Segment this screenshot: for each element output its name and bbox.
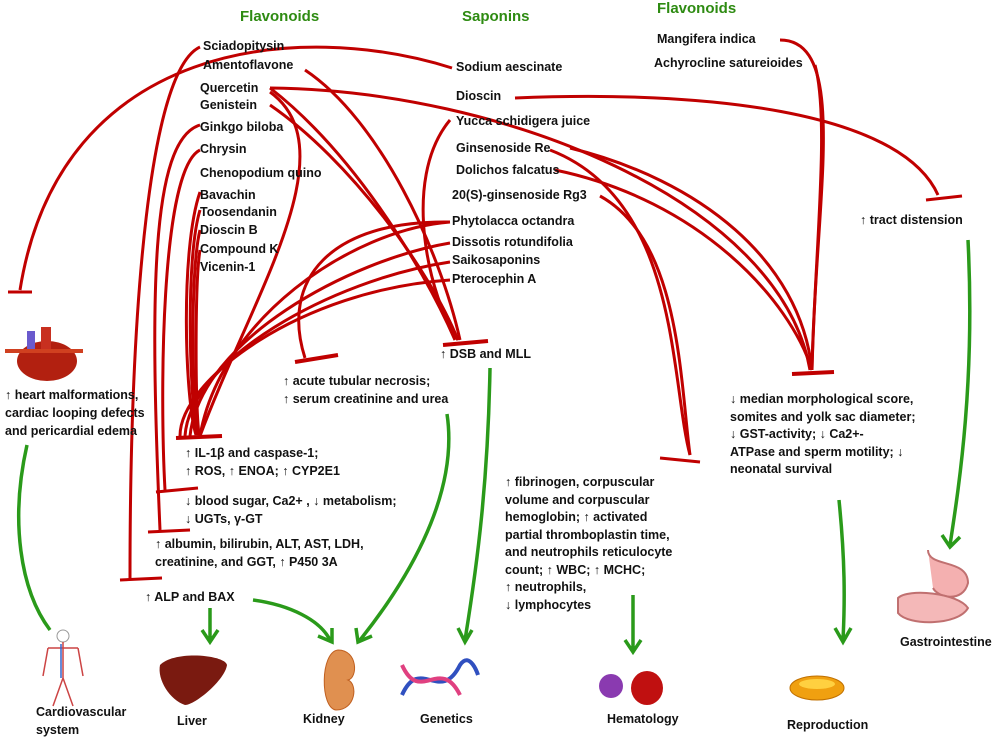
compound-label: Phytolacca octandra xyxy=(452,214,575,228)
compound-label: Yucca schidigera juice xyxy=(456,114,591,128)
inhibit-line xyxy=(191,229,202,436)
inhibit-line xyxy=(153,123,201,531)
arrow-to-liver xyxy=(200,608,220,646)
arrow-to-gastro xyxy=(940,239,972,550)
inhibit-bar xyxy=(791,370,835,376)
inhibit-bar xyxy=(119,576,163,582)
inhibit-line xyxy=(297,220,451,359)
compound-label: Achyrocline satureioides xyxy=(654,56,803,70)
inhibit-line xyxy=(599,194,692,456)
organ-label-gastrointestine: Gastrointestine xyxy=(900,635,992,649)
effect-kidney: ↑ acute tubular necrosis; ↑ serum creati… xyxy=(283,374,449,406)
inhibit-line xyxy=(128,45,201,579)
compound-label: Dioscin xyxy=(456,89,502,103)
arrow-to-kidney xyxy=(252,598,334,645)
inhibit-line xyxy=(269,86,812,371)
arrow-to-kidney xyxy=(354,413,451,645)
compound-label: Ginsenoside Re xyxy=(456,141,551,155)
compound-label: Toosendanin xyxy=(200,205,277,219)
inhibit-line xyxy=(554,168,814,371)
compound-label: Sciadopitysin xyxy=(203,39,285,53)
effect-alp: ↑ ALP and BAX xyxy=(145,590,235,604)
effect-blood-sugar: ↓ blood sugar, Ca2+ , ↓ metabolism; ↓ UG… xyxy=(185,494,397,526)
compound-label: Chrysin xyxy=(200,142,247,156)
compound-label: Quercetin xyxy=(200,81,259,95)
compound-label: 20(S)-ginsenoside Rg3 xyxy=(452,188,587,202)
inhibit-bar xyxy=(155,486,199,494)
organ-label-cardiovascular: Cardiovascular system xyxy=(36,705,127,737)
arrow-to-cardio xyxy=(16,444,52,632)
compound-label: Sodium aescinate xyxy=(456,60,563,74)
effect-tract: ↑ tract distension xyxy=(860,213,963,227)
inhibit-line xyxy=(514,94,940,196)
header-flavonoids-left: Flavonoids xyxy=(240,8,320,25)
compound-label: Vicenin-1 xyxy=(200,260,256,274)
effect-albumin: ↑ albumin, bilirubin, ALT, AST, LDH, cre… xyxy=(155,537,364,569)
arrow-to-genetics xyxy=(456,367,492,646)
reproduction-icon xyxy=(789,675,845,701)
inhibit-bar xyxy=(659,456,701,464)
compound-label: Ginkgo biloba xyxy=(200,120,284,134)
inhibit-line xyxy=(184,191,202,436)
compound-label: Mangifera indica xyxy=(657,32,756,46)
compound-label: Genistein xyxy=(200,98,257,112)
inhibit-line xyxy=(183,260,451,437)
organ-label-liver: Liver xyxy=(177,714,207,728)
compound-label: Compound K xyxy=(200,242,279,256)
inhibit-bar xyxy=(294,353,339,364)
heart-icon xyxy=(5,327,83,381)
compound-label: Dolichos falcatus xyxy=(456,163,560,177)
inhibit-line xyxy=(421,119,460,341)
inhibit-line xyxy=(569,146,814,371)
arrow-to-hematology xyxy=(623,595,643,656)
inhibit-bar xyxy=(147,528,191,534)
inhibit-bar xyxy=(442,339,489,347)
inhibit-line xyxy=(304,68,462,341)
stomach-intestine-icon xyxy=(897,549,970,624)
inhibit-line xyxy=(18,45,453,291)
arrow-to-reproduction xyxy=(833,499,853,646)
cardiovascular-system-icon xyxy=(42,629,84,707)
inhibit-line xyxy=(810,64,824,371)
organ-label-hematology: Hematology xyxy=(607,712,679,726)
organ-label-kidney: Kidney xyxy=(303,712,345,726)
effect-heart: ↑ heart malformations, cardiac looping d… xyxy=(5,388,145,438)
inhibit-line xyxy=(269,86,457,341)
organ-label-genetics: Genetics xyxy=(420,712,473,726)
inhibit-line xyxy=(188,241,451,437)
compound-label: Chenopodium quino xyxy=(200,166,322,180)
inhibit-line xyxy=(161,148,201,491)
effect-il1b: ↑ IL-1β and caspase-1; ↑ ROS, ↑ ENOA; ↑ … xyxy=(185,446,340,478)
compound-label: Amentoflavone xyxy=(203,58,294,72)
compound-label: Dissotis rotundifolia xyxy=(452,235,573,249)
effect-dsb: ↑ DSB and MLL xyxy=(440,347,531,361)
liver-icon xyxy=(159,655,227,705)
inhibit-bar xyxy=(925,194,963,202)
blood-cells-icon xyxy=(599,671,663,705)
inhibit-line xyxy=(178,278,451,437)
compound-label: Bavachin xyxy=(200,188,256,202)
compound-label: Pterocephin A xyxy=(452,272,537,286)
inhibit-line xyxy=(549,148,692,456)
effect-reproduction: ↓ median morphological score, somites an… xyxy=(730,392,916,476)
inhibit-line xyxy=(194,249,202,436)
dna-icon xyxy=(400,658,480,696)
effect-hematology: ↑ fibrinogen, corpuscular volume and cor… xyxy=(505,475,673,612)
header-saponins: Saponins xyxy=(462,8,530,25)
inhibit-bar xyxy=(175,434,223,440)
kidney-icon xyxy=(323,649,356,711)
inhibit-line xyxy=(198,220,451,437)
compound-label: Dioscin B xyxy=(200,223,258,237)
compound-label: Saikosaponins xyxy=(452,253,541,267)
organ-label-reproduction: Reproduction xyxy=(787,718,869,732)
header-flavonoids-right: Flavonoids xyxy=(657,0,737,17)
